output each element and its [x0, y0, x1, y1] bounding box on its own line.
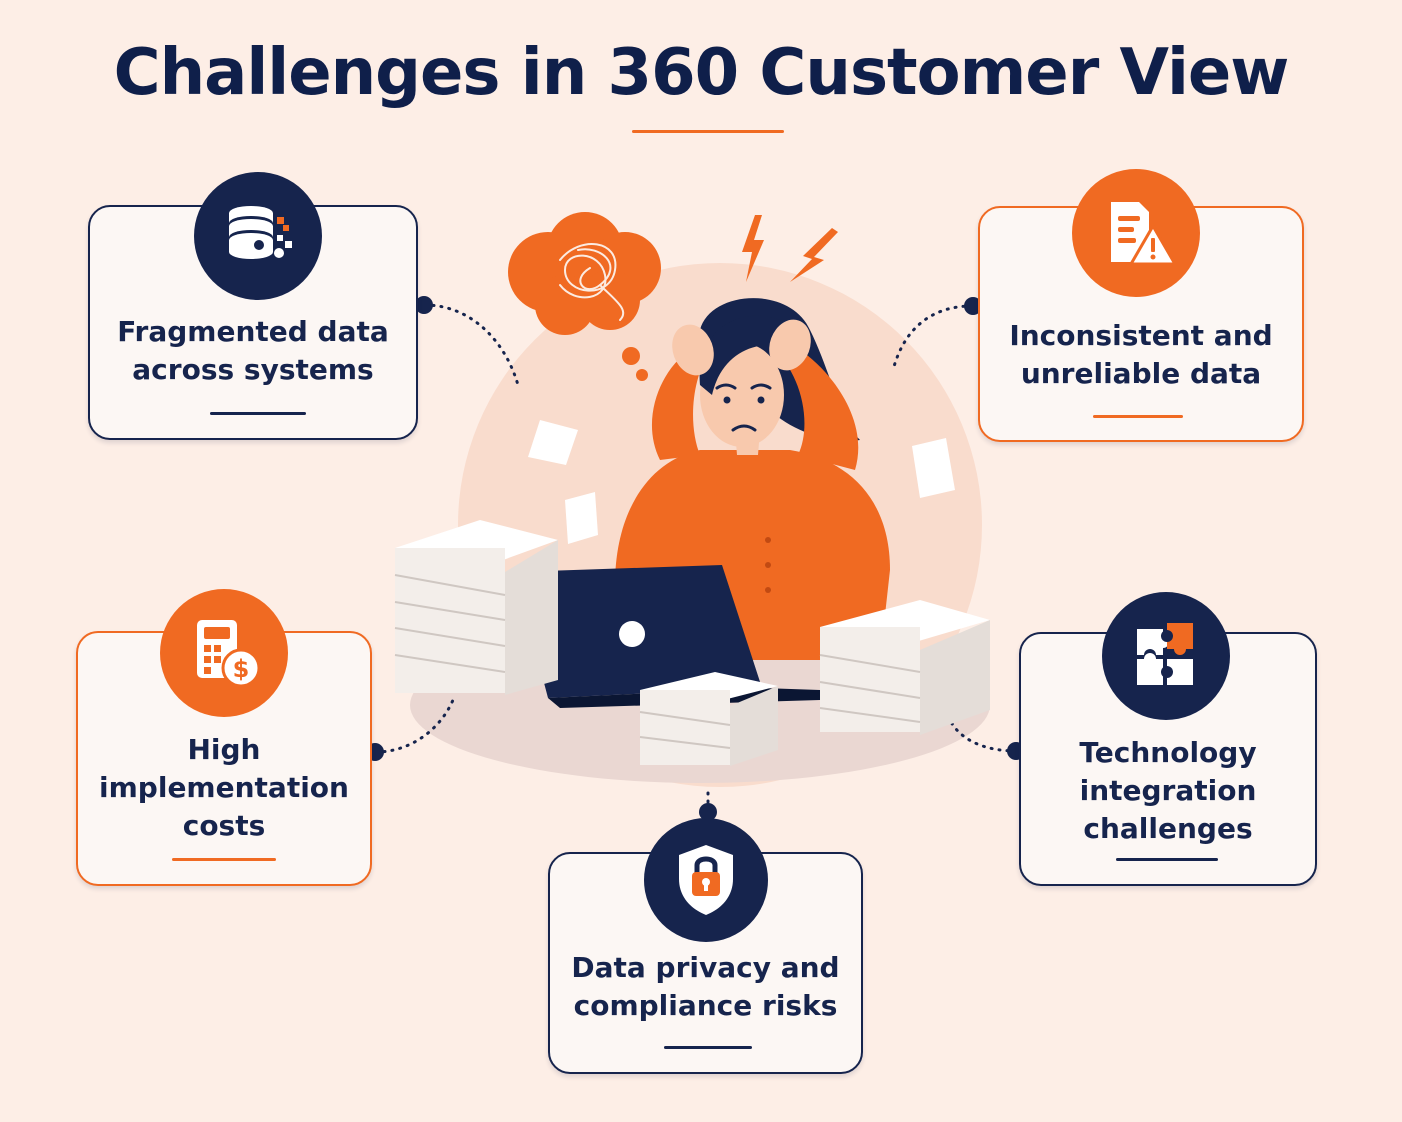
title-underline: [632, 130, 784, 133]
calculator-dollar-icon: $: [197, 620, 261, 688]
paper-stack-left: [394, 520, 558, 695]
puzzle-icon: [1137, 623, 1193, 685]
stress-bolts: [742, 215, 838, 282]
card-underline: [1116, 858, 1218, 861]
challenge-label: Fragmented data across systems: [117, 315, 389, 386]
challenge-label: Technology integration challenges: [1079, 736, 1257, 845]
challenge-label: Data privacy and compliance risks: [571, 951, 840, 1022]
connector-inconsistent: [891, 304, 974, 372]
challenge-card-technology-integration: Technology integration challenges: [1019, 632, 1317, 886]
badge-technology-integration: [1102, 592, 1230, 720]
card-underline: [172, 858, 276, 861]
badge-implementation-costs: $: [160, 589, 288, 717]
shield-lock-icon: [679, 845, 733, 915]
thought-bubble: [508, 212, 661, 381]
card-underline: [1093, 415, 1183, 418]
challenge-card-inconsistent-data: Inconsistent and unreliable data: [978, 206, 1304, 442]
database-icon: [229, 206, 292, 259]
connector-costs: [374, 698, 455, 754]
card-underline: [664, 1046, 752, 1049]
badge-fragmented-data: [194, 172, 322, 300]
paper-stack-front: [639, 672, 778, 766]
challenge-label: High implementation costs: [99, 733, 349, 842]
card-underline: [210, 412, 306, 415]
badge-data-privacy: [644, 818, 768, 942]
challenge-label: Inconsistent and unreliable data: [1009, 319, 1273, 390]
connector-fragmented: [423, 303, 520, 387]
document-warning-icon: [1111, 202, 1178, 266]
badge-inconsistent-data: [1072, 169, 1200, 297]
page-title: Challenges in 360 Customer View: [113, 36, 1290, 110]
svg-text:$: $: [233, 655, 250, 683]
paper-stack-right: [819, 600, 990, 735]
flying-papers: [528, 420, 955, 544]
